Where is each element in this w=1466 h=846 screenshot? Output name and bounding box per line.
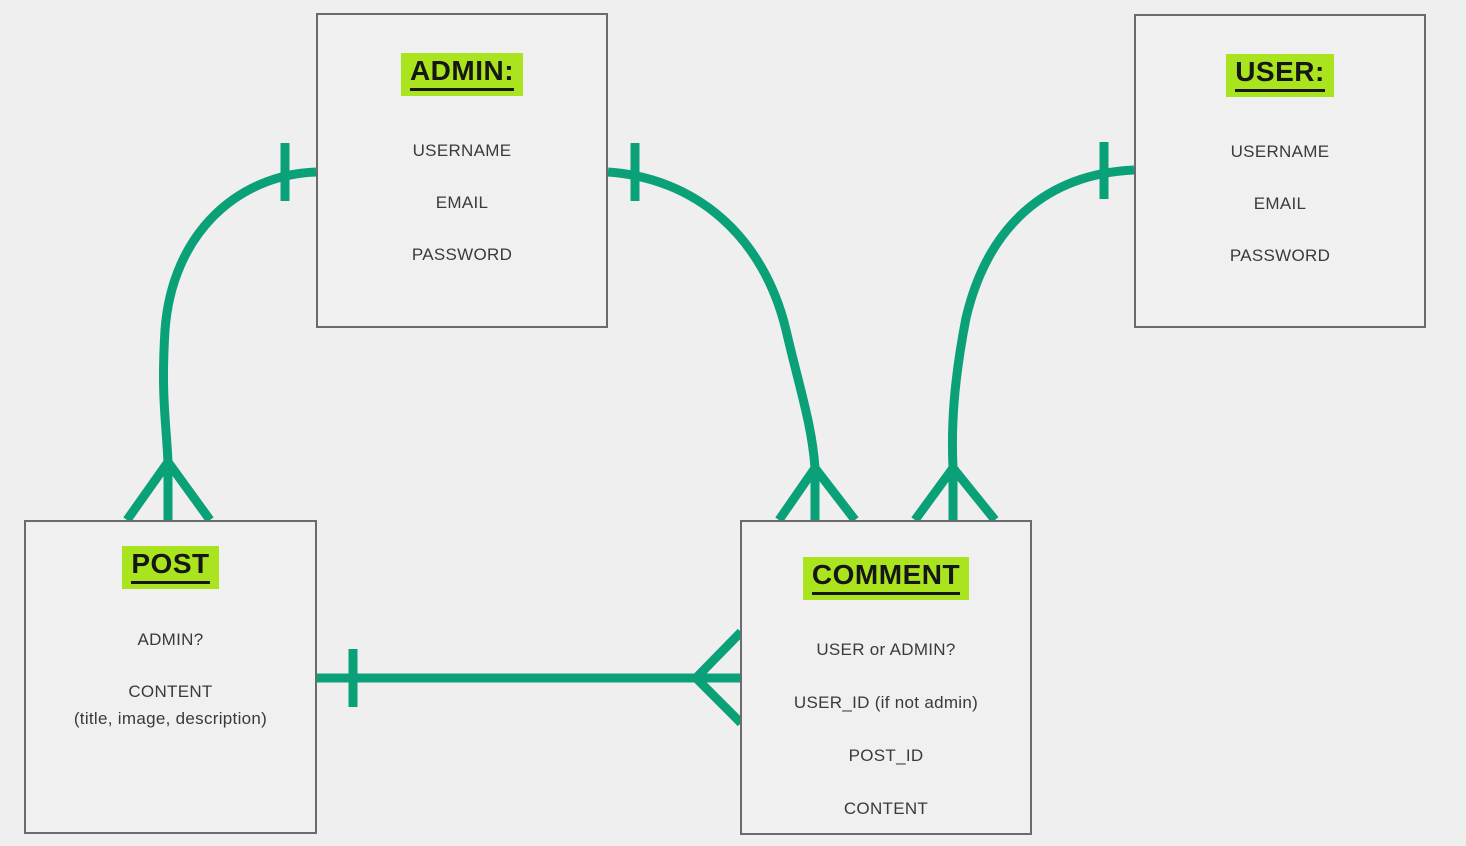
field-content-detail: (title, image, description) — [73, 709, 268, 728]
relationship-user-comment[interactable] — [911, 142, 1135, 523]
field-username: USERNAME — [1230, 142, 1330, 161]
entity-post-title-highlight: POST — [122, 546, 219, 589]
field-user-or-admin: USER or ADMIN? — [816, 640, 956, 659]
entity-comment[interactable]: COMMENT USER or ADMIN? USER_ID (if not a… — [740, 520, 1032, 835]
entity-comment-title-highlight: COMMENT — [802, 557, 970, 600]
entity-post-title: POST — [131, 550, 210, 584]
relationship-admin-post-line[interactable] — [159, 167, 317, 520]
crow-foot-comment-left — [775, 465, 859, 523]
entity-post-fields: ADMIN? CONTENT (title, image, descriptio… — [74, 631, 267, 732]
field-user-id: USER_ID (if not admin) — [793, 693, 979, 712]
field-content: CONTENT — [843, 799, 929, 818]
entity-user-title-highlight: USER: — [1226, 54, 1334, 97]
relationship-post-comment[interactable] — [317, 628, 745, 727]
field-content-group: CONTENT (title, image, description) — [74, 678, 267, 732]
relationship-admin-comment[interactable] — [607, 143, 859, 523]
field-password: PASSWORD — [1229, 246, 1331, 265]
entity-admin[interactable]: ADMIN: USERNAME EMAIL PASSWORD — [316, 13, 608, 328]
field-password: PASSWORD — [411, 245, 513, 264]
entity-user[interactable]: USER: USERNAME EMAIL PASSWORD — [1134, 14, 1426, 328]
field-email: EMAIL — [435, 193, 489, 212]
field-content: CONTENT — [128, 682, 213, 701]
field-admin-flag: ADMIN? — [137, 630, 204, 649]
entity-user-title: USER: — [1235, 58, 1325, 92]
entity-user-fields: USERNAME EMAIL PASSWORD — [1230, 143, 1330, 264]
relationship-admin-comment-line[interactable] — [607, 167, 820, 520]
crow-foot-comment-right — [911, 465, 999, 523]
relationship-user-comment-line[interactable] — [947, 165, 1135, 520]
entity-comment-title: COMMENT — [811, 561, 961, 595]
crow-foot-comment-side — [692, 628, 745, 727]
entity-post[interactable]: POST ADMIN? CONTENT (title, image, descr… — [24, 520, 317, 834]
entity-admin-title-highlight: ADMIN: — [400, 53, 524, 96]
entity-admin-fields: USERNAME EMAIL PASSWORD — [412, 142, 512, 263]
field-username: USERNAME — [412, 141, 512, 160]
crow-foot-post — [123, 459, 214, 523]
entity-comment-fields: USER or ADMIN? USER_ID (if not admin) PO… — [794, 641, 978, 817]
entity-admin-title: ADMIN: — [409, 57, 515, 91]
relationship-admin-post[interactable] — [123, 143, 317, 523]
field-post-id: POST_ID — [848, 746, 924, 765]
field-email: EMAIL — [1253, 194, 1307, 213]
